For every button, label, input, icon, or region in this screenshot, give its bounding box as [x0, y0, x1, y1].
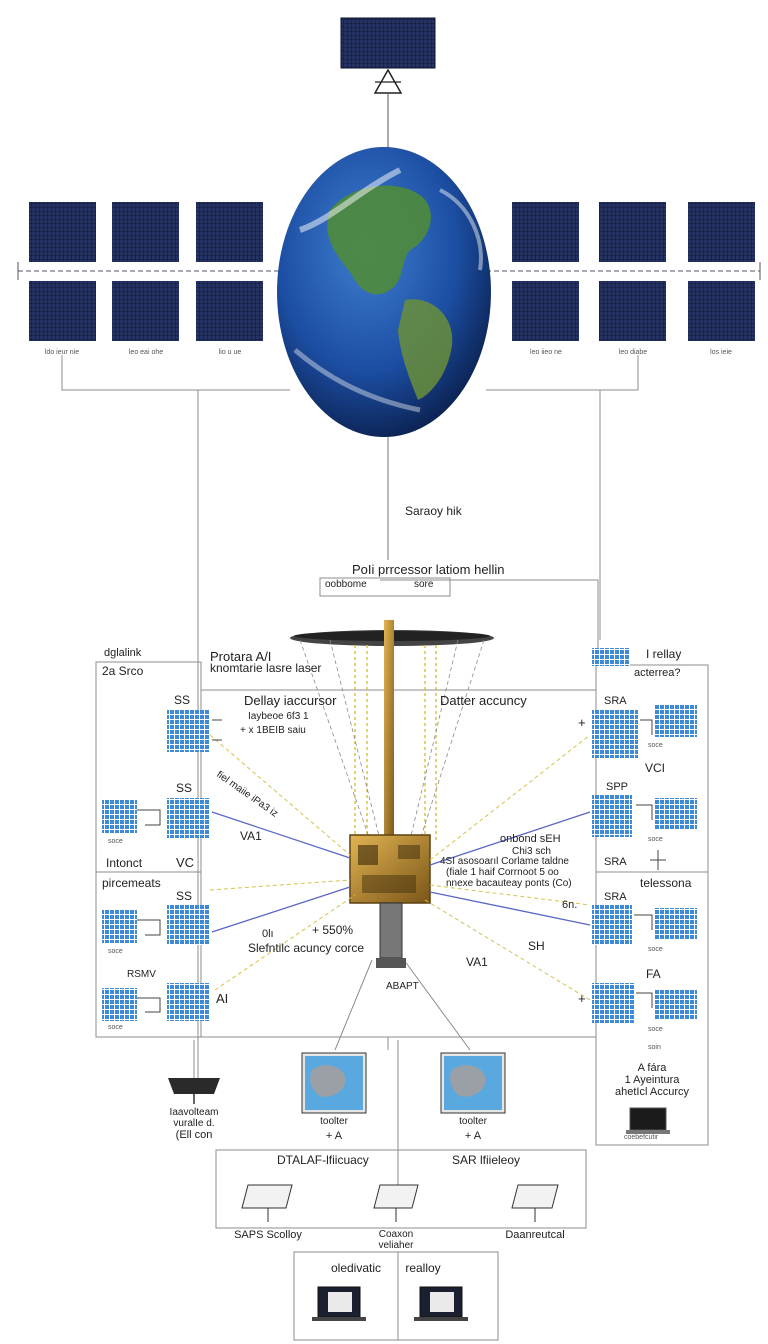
- bottom-monitors: [312, 1286, 468, 1321]
- connector-lines: [61, 355, 709, 1341]
- sra-label-3: SRA: [604, 891, 627, 903]
- right-ground-panels: [592, 648, 697, 1023]
- intonct-label: Intonct: [106, 856, 143, 870]
- spp-label: SPP: [606, 781, 629, 793]
- ai-label: AI: [216, 991, 229, 1006]
- device-caption-1: SAPS Scolloy: [234, 1229, 302, 1241]
- link-label: Saraoy hik: [405, 504, 462, 518]
- orbond-label: onbond sEH: [500, 833, 561, 845]
- left-small-1: soce: [108, 838, 123, 845]
- dense-line-1: 4SI asosoarıl Corlame taldne: [440, 856, 569, 867]
- device-caption-2a: Coaxon: [378, 1229, 414, 1240]
- afara-line-3: ahetIcl Accurcy: [615, 1086, 689, 1098]
- left-small-3: soce: [108, 1024, 123, 1031]
- left-header-2: 2a Srco: [102, 664, 144, 678]
- weather-monitor-left: [301, 1052, 367, 1114]
- array-caption-5: leo diabe: [618, 349, 648, 356]
- ground-dish-left: [168, 1078, 220, 1104]
- chi-label: Chi3 sch: [512, 846, 551, 857]
- right-small-3: soce: [648, 946, 663, 953]
- right-small-1: soce: [648, 742, 663, 749]
- fa-label: FA: [646, 967, 661, 981]
- relay-satellite: [290, 620, 494, 968]
- vc-label: VC: [176, 855, 195, 870]
- terminal-right: [626, 1107, 670, 1134]
- left-header-1: dglalink: [104, 647, 142, 659]
- left-dish-caption-1: Iaavolteam: [169, 1107, 219, 1118]
- va-label-center: VA1: [466, 955, 488, 969]
- device-caption-3: Daanreutcal: [505, 1229, 565, 1241]
- solar-array-row: [17, 202, 761, 341]
- solar-array-left-group: [29, 202, 263, 341]
- delay-sub-2: + x 1BEIB saiu: [240, 725, 306, 736]
- va-label-left: VA1: [240, 829, 262, 843]
- acterea-label: acterrea?: [634, 667, 681, 679]
- datter-label: Datter accuncy: [440, 693, 527, 708]
- plus-marker-1: +: [578, 715, 586, 730]
- bottom-right-label: realloy: [405, 1261, 441, 1275]
- array-caption-2: leo eai ohe: [128, 349, 164, 356]
- device-caption-2b: veliaher: [378, 1240, 414, 1251]
- right-small-2: soce: [648, 836, 663, 843]
- bottom-left-label: oledivatic: [330, 1261, 382, 1275]
- relay-label: I rellay: [646, 647, 682, 661]
- processor-label: PoIi prrcessor latiom hellin: [352, 562, 505, 577]
- ss-label-2: SS: [176, 781, 193, 795]
- array-caption-1: ldo ieur nie: [44, 349, 80, 356]
- right-small-4: soce: [648, 1026, 663, 1033]
- left-dish-caption-3: (Ell con: [175, 1129, 213, 1141]
- pircemeats-label: pircemeats: [102, 876, 161, 890]
- monitor-left-caption: toolter: [320, 1116, 348, 1127]
- array-caption-3: lio u ue: [218, 349, 242, 356]
- platform-label-2: knomtarie lasre laser: [210, 661, 322, 675]
- os-label: 0lı: [262, 928, 274, 940]
- vci-label: VCI: [645, 761, 666, 775]
- solar-device-icons: [241, 1184, 559, 1222]
- afara-line-2: 1 Ayeintura: [624, 1074, 680, 1086]
- ok-label: 6n.: [562, 899, 578, 911]
- afara-line-1: A fára: [637, 1062, 667, 1074]
- array-caption-4: leo iieo ne: [530, 349, 562, 356]
- ss-label-1: SS: [174, 693, 191, 707]
- plus-marker-2: +: [578, 991, 586, 1006]
- ss-label-3: SS: [176, 889, 193, 903]
- scientific-label: Slefntilc acuncy corce: [248, 941, 365, 955]
- monitor-right-sub: + A: [464, 1130, 482, 1142]
- sra-label-2: SRA: [604, 856, 627, 868]
- left-small-2: soce: [108, 948, 123, 955]
- right-bottom-caption: coebefcutir: [624, 1134, 659, 1141]
- solar-array-right-group: [512, 202, 755, 341]
- dense-line-2: (fiale 1 haif Corrnoot 5 oo: [446, 867, 559, 878]
- array-caption-6: los ieie: [710, 349, 732, 356]
- left-dish-caption-2: vuralIe d.: [173, 1118, 215, 1129]
- top-antenna: [340, 17, 436, 150]
- platform-label-1: Protara A/I: [210, 649, 272, 664]
- rsmv-label: RSMV: [127, 969, 156, 980]
- telessona-label: telessona: [640, 876, 692, 890]
- pct-label: + 550%: [312, 923, 354, 937]
- box-right-label: SAR lfiieleoy: [452, 1153, 521, 1167]
- abap-label: ABAPT: [386, 981, 419, 992]
- monitor-right-caption: toolter: [459, 1116, 487, 1127]
- sh-label: SH: [528, 939, 545, 953]
- dense-line-3: nnexe bacauteay ponts (Co): [446, 878, 572, 889]
- delay-label: Dellay iaccursor: [244, 693, 337, 708]
- left-ground-panels: [102, 710, 222, 1021]
- processor-sub-right: sore: [414, 579, 434, 590]
- monitor-left-sub: + A: [325, 1130, 343, 1142]
- weather-monitor-right: [440, 1052, 506, 1114]
- signal-beams: [209, 734, 591, 1001]
- processor-sub-left: oobbome: [325, 579, 367, 590]
- box-left-label: DTALAF-lfiicuacy: [277, 1153, 369, 1167]
- earth-globe-image: [277, 147, 491, 560]
- sra-label-1: SRA: [604, 695, 627, 707]
- delay-sub-1: Iaybeoe 6f3 1: [248, 711, 309, 722]
- right-small-5: soin: [648, 1044, 661, 1051]
